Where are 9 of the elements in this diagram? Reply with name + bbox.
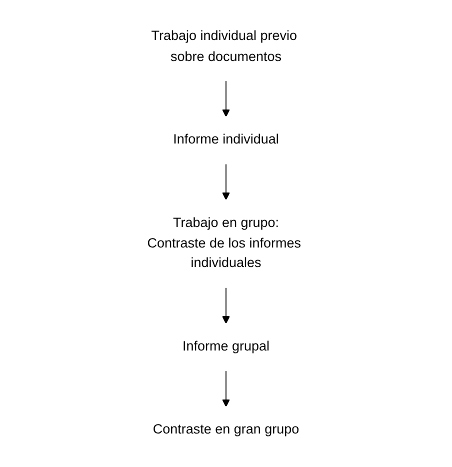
node-text: Contraste en gran grupo — [152, 422, 300, 438]
arrow — [222, 163, 230, 200]
node-text: Trabajo individual previo sobre documentos — [151, 28, 297, 64]
node-text: Informe grupal — [182, 338, 270, 354]
node-text: Trabajo en grupo: Contraste de los informes individuales — [147, 215, 301, 271]
arrow — [222, 80, 230, 117]
arrow — [222, 287, 230, 324]
node-text: Informe individual — [173, 132, 279, 148]
arrow — [222, 370, 230, 407]
